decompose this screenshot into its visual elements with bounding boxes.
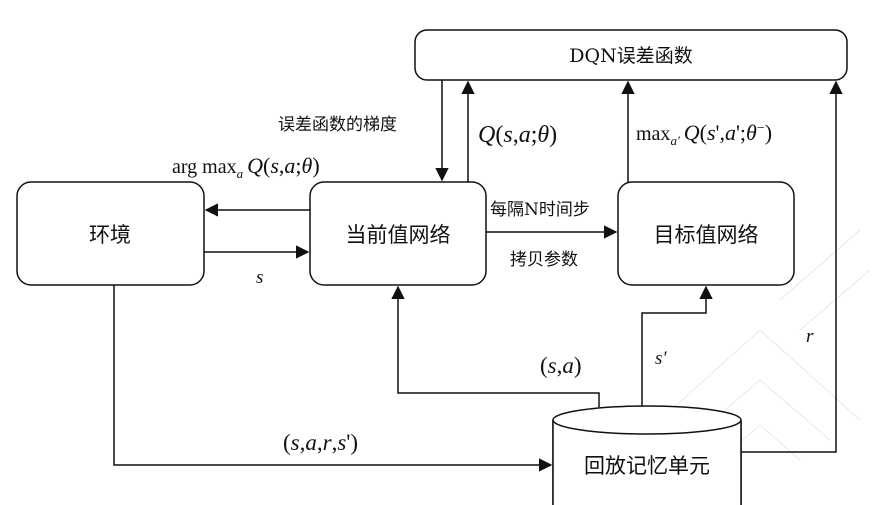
environment-box: [16, 181, 205, 286]
replay-memory-label: 回放记忆单元: [584, 454, 710, 478]
edge-transition: [113, 285, 553, 472]
edge-reward: [741, 80, 843, 453]
edges: [113, 80, 843, 472]
dqn-loss-label: DQN误差函数: [569, 45, 692, 67]
target-network-label: 目标值网络: [654, 223, 759, 247]
replay-memory-cylinder: [552, 405, 742, 505]
target-network-box: [617, 181, 795, 286]
edge-next-state: [641, 285, 713, 406]
sample-sa-label: (s,a): [540, 353, 582, 378]
copy-label-line1: 每隔N时间步: [490, 200, 590, 220]
environment-label: 环境: [89, 223, 131, 247]
gradient-label: 误差函数的梯度: [278, 115, 397, 135]
reward-label: r: [806, 326, 814, 347]
q-current-label: Q(s,a;θ): [478, 122, 557, 148]
current-network-label: 当前值网络: [346, 223, 451, 247]
next-state-label: s': [655, 348, 667, 369]
copy-label-line2: 拷贝参数: [510, 250, 578, 270]
current-network-box: [309, 181, 487, 286]
state-label: s: [256, 267, 263, 288]
q-target-label: maxa'Q(s',a';θ−): [636, 120, 772, 148]
edge-sample-sa: [391, 285, 600, 407]
transition-label: (s,a,r,s'): [283, 430, 358, 455]
dqn-loss-box: [414, 29, 848, 81]
